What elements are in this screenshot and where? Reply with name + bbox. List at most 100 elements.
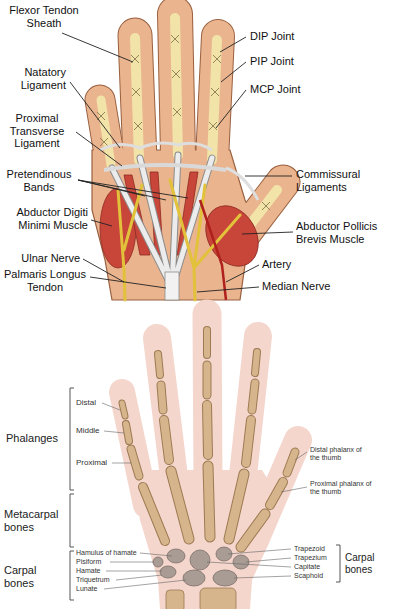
part-label: Pisiform [76, 558, 101, 566]
bone [161, 385, 163, 410]
tendon-sheath [101, 100, 111, 165]
bone [241, 514, 265, 547]
part-label: Proximal [76, 458, 107, 467]
pretendinous-band [112, 155, 212, 288]
pretendinous-band [112, 155, 212, 288]
part-label: Middle [76, 426, 100, 435]
bone [126, 424, 129, 441]
tendon [165, 272, 179, 300]
leader-line [242, 232, 293, 234]
bone [255, 352, 257, 373]
hand-silhouette [207, 314, 208, 485]
finger [175, 14, 178, 155]
nerve [118, 180, 240, 300]
part-label: Triquetrum [76, 576, 110, 584]
bone [287, 452, 295, 473]
bracket [70, 388, 74, 490]
bone [208, 466, 210, 537]
leader-line [295, 452, 307, 460]
part-label: MCP Joint [250, 83, 301, 96]
hand-silhouette [157, 338, 175, 485]
bone [246, 420, 251, 463]
leader-line [110, 562, 154, 563]
finger [100, 100, 112, 172]
bracket [70, 388, 340, 600]
leader-line [234, 576, 291, 578]
leader-line [140, 553, 172, 556]
part-label: Hamate [76, 567, 101, 575]
pulley-cross [131, 55, 142, 130]
forearm-bone [166, 588, 236, 609]
leader-line [220, 37, 246, 52]
pulley-cross [171, 35, 181, 116]
part-label: Phalanges [6, 432, 58, 445]
leader-line [91, 220, 112, 226]
carpal-bone [153, 547, 249, 586]
bone [143, 487, 165, 541]
pulley-cross [209, 55, 221, 130]
carpal-bone [190, 550, 210, 570]
part-label: Abductor Digiti Minimi Muscle [0, 206, 88, 231]
leader-line [76, 132, 122, 166]
tendon-sheath [135, 38, 139, 160]
muscle [195, 196, 269, 275]
leader-line [112, 463, 131, 464]
part-label: Artery [262, 258, 291, 271]
hand-silhouette [242, 336, 258, 485]
leader-line [226, 265, 259, 282]
part-label: Trapezium [294, 554, 327, 562]
bone [122, 403, 125, 416]
leader-line [116, 575, 162, 580]
bone [287, 452, 295, 473]
bone [246, 420, 251, 463]
bracket [70, 551, 74, 600]
carpal-bone [160, 566, 176, 578]
hand-skin-outline [175, 14, 178, 155]
bone [207, 405, 208, 455]
bone [208, 466, 210, 537]
commissural-ligament [226, 168, 258, 200]
leader-line [102, 403, 307, 589]
bone [131, 449, 139, 476]
leader-line [197, 287, 259, 292]
part-label: Flexor Tendon Sheath [2, 4, 86, 29]
part-label: Lunate [76, 585, 97, 593]
bone [204, 365, 211, 395]
bone [203, 330, 211, 355]
part-label: Carpal bones [4, 564, 64, 589]
bone [204, 330, 210, 355]
nerve [170, 180, 240, 300]
leader-line [62, 33, 293, 292]
bone [122, 330, 295, 547]
part-label: Pretendinous Bands [2, 168, 76, 193]
part-label: Trapezoid [294, 545, 325, 553]
bone [207, 405, 208, 455]
leader-line [104, 431, 124, 433]
leader-line [245, 176, 292, 177]
leader-line [62, 33, 133, 62]
finger [135, 35, 140, 160]
transverse-ligament [104, 165, 226, 170]
bone [122, 403, 125, 416]
part-label: Metacarpal bones [4, 508, 68, 533]
leader-line [106, 571, 162, 572]
forearm-bone [166, 590, 184, 609]
leader-line [228, 549, 291, 554]
hand-skin-outline [100, 100, 112, 172]
bone [255, 352, 257, 373]
bone [122, 330, 295, 547]
bone [229, 474, 244, 539]
bone [158, 354, 160, 375]
leader-line [207, 562, 291, 567]
part-label: Capitate [294, 563, 320, 571]
bone [270, 482, 283, 505]
carpal-bone [153, 557, 163, 567]
carpal-bone [183, 570, 205, 586]
hand-skin-outline [135, 35, 140, 160]
pretendinous-band [112, 155, 212, 288]
leader-line [78, 180, 188, 198]
leader-line [281, 487, 307, 492]
pulley-cross [97, 112, 108, 146]
bone [171, 471, 189, 539]
